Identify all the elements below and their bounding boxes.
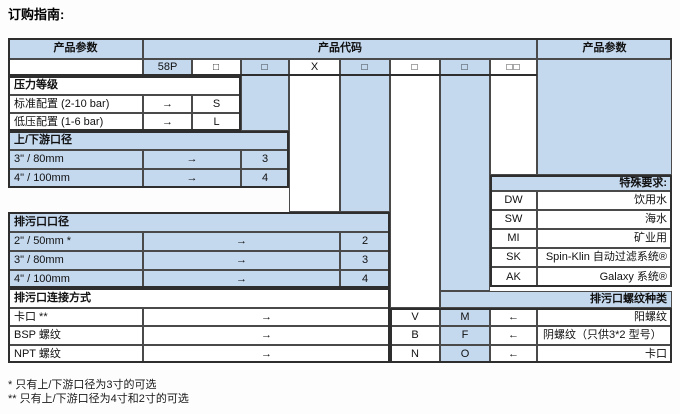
special-label: Galaxy 系统® bbox=[537, 267, 672, 287]
special-label: Spin-Klin 自动过滤系统® bbox=[537, 248, 672, 267]
connection-code-b: M bbox=[440, 308, 490, 326]
arrow-right-icon: → bbox=[143, 270, 340, 288]
thread-label: 阳螺纹 bbox=[537, 308, 672, 326]
code-box-1: □ bbox=[192, 59, 241, 76]
special-label: 矿业用 bbox=[537, 229, 672, 248]
footnote-1: * 只有上/下游口径为3寸的可选 bbox=[8, 379, 157, 391]
special-label: 饮用水 bbox=[537, 191, 672, 210]
flange-row-code: 3 bbox=[241, 150, 289, 169]
connection-row-label: NPT 螺纹 bbox=[8, 345, 143, 363]
code-box-double: □□ bbox=[490, 59, 537, 76]
arrow-right-icon: → bbox=[143, 308, 390, 326]
drain-row-code: 4 bbox=[340, 270, 390, 288]
drain-row-label: 3" / 80mm bbox=[8, 251, 143, 270]
arrow-right-icon: → bbox=[143, 232, 340, 251]
arrow-right-icon: → bbox=[143, 113, 192, 131]
header-product-params-right: 产品参数 bbox=[537, 38, 672, 59]
drain-row-label: 2" / 50mm * bbox=[8, 232, 143, 251]
right-params-box bbox=[537, 59, 672, 175]
arrow-left-icon: ← bbox=[490, 308, 537, 326]
section-special-title: 特殊要求: bbox=[490, 175, 672, 191]
code-cell-x: X bbox=[289, 59, 340, 76]
connection-code-b: F bbox=[440, 326, 490, 345]
special-code: SW bbox=[490, 210, 537, 229]
code-band-blue-1 bbox=[241, 76, 289, 131]
special-code: SK bbox=[490, 248, 537, 267]
flange-row-label: 4" / 100mm bbox=[8, 169, 143, 188]
section-connection-title: 排污口连接方式 bbox=[8, 288, 390, 308]
pressure-row-code: L bbox=[192, 113, 241, 131]
arrow-right-icon: → bbox=[143, 95, 192, 113]
arrow-right-icon: → bbox=[143, 345, 390, 363]
connection-row-label: 卡口 ** bbox=[8, 308, 143, 326]
header-product-params-left: 产品参数 bbox=[8, 38, 143, 59]
thread-label: 阴螺纹（只供3*2 型号） bbox=[537, 326, 672, 345]
code-cell-base: 58P bbox=[143, 59, 192, 76]
special-code: DW bbox=[490, 191, 537, 210]
drain-row-code: 3 bbox=[340, 251, 390, 270]
arrow-right-icon: → bbox=[143, 150, 241, 169]
arrow-right-icon: → bbox=[143, 251, 340, 270]
connection-code-b: O bbox=[440, 345, 490, 363]
thread-label: 卡口 bbox=[537, 345, 672, 363]
code-box-2: □ bbox=[241, 59, 289, 76]
flange-row-code: 4 bbox=[241, 169, 289, 188]
code-band-blue-2 bbox=[340, 76, 390, 212]
code-band-blue-3 bbox=[440, 76, 490, 291]
connection-code-a: B bbox=[390, 326, 440, 345]
connection-row-label: BSP 螺纹 bbox=[8, 326, 143, 345]
connection-code-a: V bbox=[390, 308, 440, 326]
drain-row-label: 4" / 100mm bbox=[8, 270, 143, 288]
special-code: AK bbox=[490, 267, 537, 287]
pressure-row-code: S bbox=[192, 95, 241, 113]
special-label: 海水 bbox=[537, 210, 672, 229]
arrow-right-icon: → bbox=[143, 169, 241, 188]
flange-row-label: 3" / 80mm bbox=[8, 150, 143, 169]
code-band-white-x bbox=[289, 76, 340, 212]
code-band-white-3 bbox=[490, 76, 537, 175]
pressure-row-label: 低压配置 (1-6 bar) bbox=[8, 113, 143, 131]
footnote-2: ** 只有上/下游口径为4寸和2寸的可选 bbox=[8, 393, 189, 405]
arrow-right-icon: → bbox=[143, 326, 390, 345]
connection-code-a: N bbox=[390, 345, 440, 363]
code-box-5: □ bbox=[440, 59, 490, 76]
section-drain-title: 排污口口径 bbox=[8, 212, 390, 232]
page-title: 订购指南: bbox=[8, 7, 65, 22]
special-code: MI bbox=[490, 229, 537, 248]
section-pressure-title: 压力等级 bbox=[8, 76, 241, 95]
pressure-row-label: 标准配置 (2-10 bar) bbox=[8, 95, 143, 113]
header-product-code: 产品代码 bbox=[143, 38, 537, 59]
drain-row-code: 2 bbox=[340, 232, 390, 251]
arrow-left-icon: ← bbox=[490, 345, 537, 363]
code-box-3: □ bbox=[340, 59, 390, 76]
code-cell-empty bbox=[8, 59, 143, 76]
code-box-4: □ bbox=[390, 59, 440, 76]
code-band-white-2 bbox=[390, 76, 440, 308]
arrow-left-icon: ← bbox=[490, 326, 537, 345]
section-flange-title: 上/下游口径 bbox=[8, 131, 289, 150]
thread-type-header: 排污口螺纹种类 bbox=[440, 291, 672, 308]
